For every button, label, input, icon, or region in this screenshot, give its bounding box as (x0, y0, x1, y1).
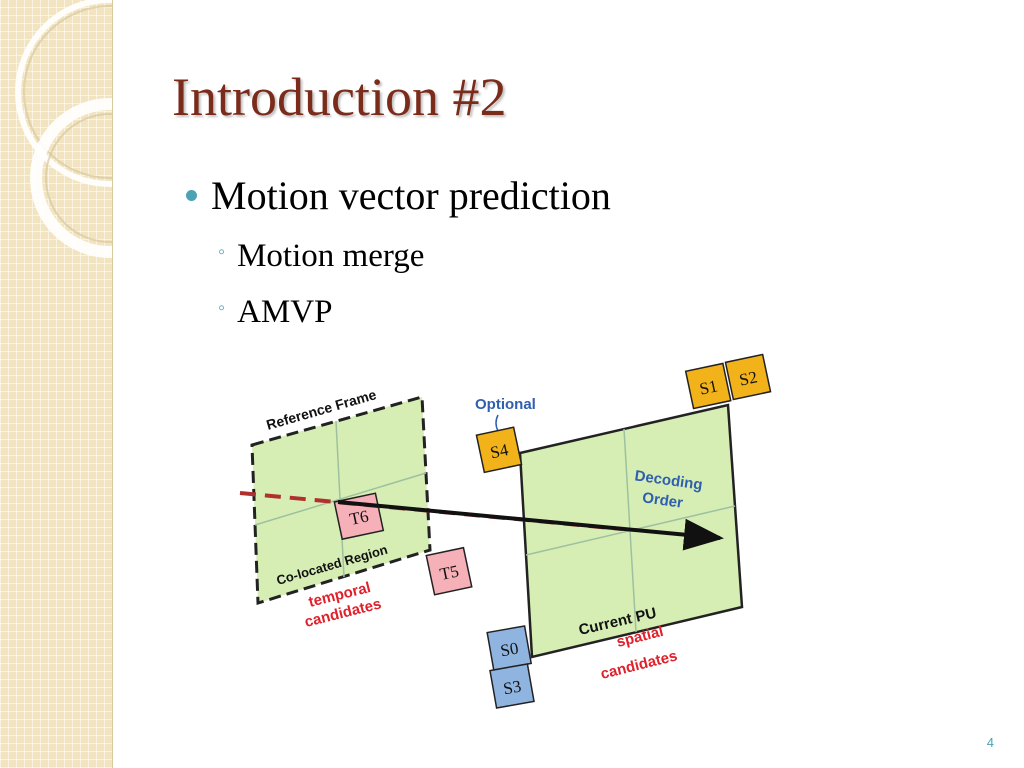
sidebar-circles (15, 0, 112, 258)
page-number: 4 (986, 735, 994, 750)
optional-pointer (495, 414, 499, 432)
motion-vector-dashed (239, 491, 623, 531)
decorative-sidebar (0, 0, 113, 768)
decoding-order-arrow (337, 500, 724, 551)
s4-block: S4 (475, 426, 523, 474)
s1-block: S1 (684, 362, 732, 410)
t5-block: T5 (425, 546, 473, 596)
s0-block: S0 (486, 625, 533, 671)
t6-label: T6 (348, 506, 370, 529)
decoding-order-label-2: Order (641, 489, 684, 512)
s0-label: S0 (499, 639, 520, 661)
s3-label: S3 (502, 677, 523, 699)
subbullet-motion-merge: ◦ Motion merge (218, 238, 424, 275)
subbullet-ring-icon: ◦ (218, 240, 226, 263)
s1-label: S1 (698, 376, 720, 398)
slide-title: Introduction #2 (172, 67, 507, 127)
optional-label: Optional (475, 396, 536, 413)
s4-label: S4 (489, 440, 511, 462)
t6-block: T6 (333, 492, 385, 541)
subbullet-text: Motion merge (237, 238, 425, 274)
reference-frame-divider (254, 472, 427, 526)
subbullet-ring-icon: ◦ (218, 296, 226, 319)
subbullet-amvp: ◦ AMVP (218, 294, 332, 331)
s2-block: S2 (724, 353, 772, 401)
spatial-label-2: candidates (599, 647, 679, 682)
bullet-text: Motion vector prediction (211, 173, 611, 218)
mv-candidates-diagram: Reference Frame Co-located Region T6 T5 … (239, 353, 772, 709)
bullet-dot-icon (186, 190, 197, 202)
subbullet-text: AMVP (237, 294, 333, 330)
s3-block: S3 (489, 663, 535, 709)
s2-label: S2 (738, 367, 760, 389)
t5-label: T5 (438, 561, 460, 584)
bullet-motion-vector-prediction: Motion vector prediction (186, 172, 611, 219)
